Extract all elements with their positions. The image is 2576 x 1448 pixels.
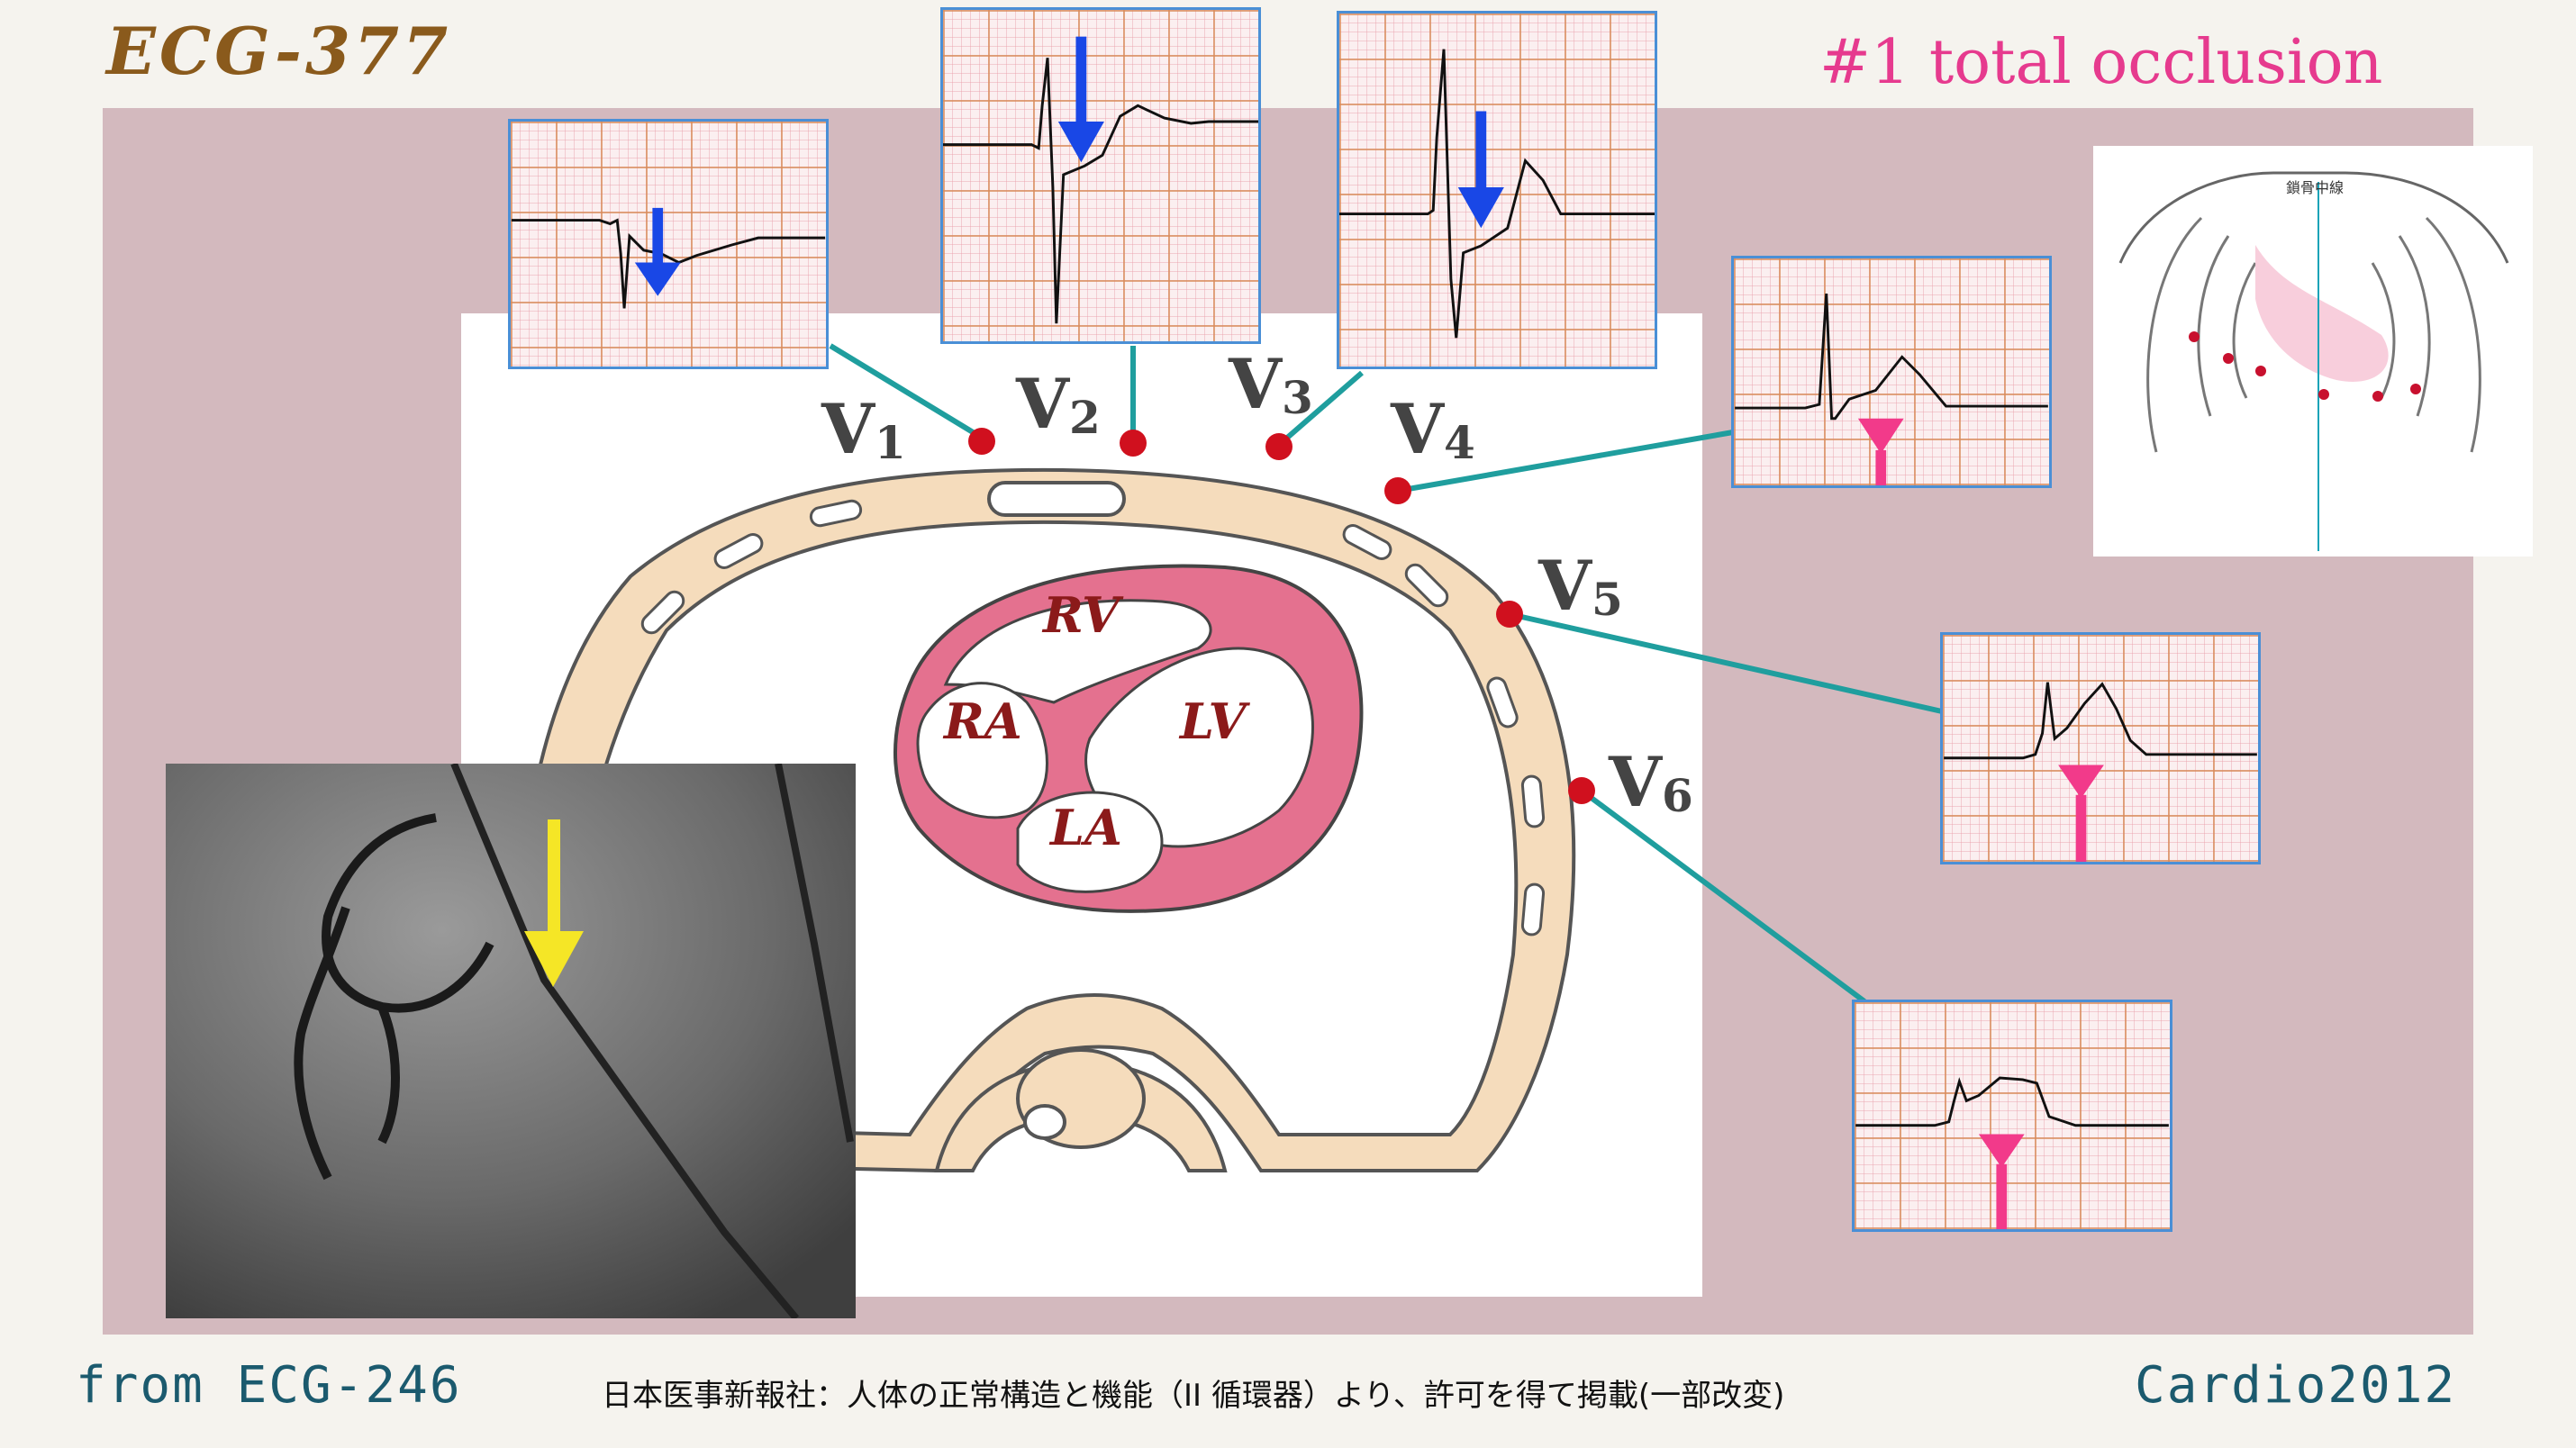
right-ventricle [943,599,1212,704]
arrow-down-icon [524,819,584,987]
electrode-dot-icon [1384,477,1411,504]
rib-cage [2146,216,2481,453]
catheter [450,764,854,1318]
electrode-dot-icon [1120,430,1147,457]
brand-label: Cardio2012 [2135,1356,2457,1415]
left-atrium [1016,791,1164,893]
electrodes [968,428,1595,804]
coronary-artery [294,813,494,1181]
ecg-panel-v5 [1940,632,2261,864]
lead-label-v1: V1 [821,389,906,469]
occlusion-note: #1 total occlusion [1819,27,2383,98]
heart [893,564,1364,913]
arrow-up-icon [1857,418,1904,485]
ecg-panel-v3 [1337,11,1657,369]
arrow-down-icon [634,207,681,296]
lead-label-v2: V2 [1016,364,1101,444]
chest-wall [518,467,1576,1173]
ecg-panel-v4 [1731,256,2052,488]
label-la: LA [1048,799,1122,856]
label-lv: LV [1178,692,1251,750]
electrode-dot-icon [968,428,995,455]
arrow-up-icon [2058,765,2104,862]
vertebra [934,1048,1228,1172]
page-title: ECG-377 [106,13,452,89]
ecg-panel-v1 [508,119,829,369]
electrode-dot-icon [1496,601,1523,628]
rib-segments [640,499,1546,937]
electrode-dot-icon [2189,331,2421,402]
coronary-angiogram [166,764,856,1318]
credit-line: 日本医事新報社：人体の正常構造と機能（II 循環器）より、許可を得て掲載(一部改… [602,1378,1785,1414]
sternum [987,481,1126,517]
source-reference: from ECG-246 [76,1356,462,1415]
arrow-down-icon [1057,36,1104,163]
lead-label-v3: V3 [1229,344,1313,424]
lead-label-v4: V4 [1391,389,1475,469]
label-ra: RA [942,692,1022,750]
arrow-up-icon [1978,1134,2025,1229]
ecg-panel-v2 [940,7,1261,344]
arrow-down-icon [1457,111,1504,229]
right-atrium [916,682,1048,819]
thorax-label: 鎖骨中線 [2286,179,2344,196]
heart-outline [2255,245,2389,382]
lead-label-v6: V6 [1609,742,1693,822]
lead-connectors [829,343,1943,1004]
electrode-dot-icon [1568,777,1595,804]
thorax-lead-placement: 鎖骨中線 [2093,146,2533,557]
lead-label-v5: V5 [1538,546,1623,626]
ecg-panel-v6 [1852,1000,2172,1232]
label-rv: RV [1041,586,1124,644]
electrode-dot-icon [1265,433,1293,460]
